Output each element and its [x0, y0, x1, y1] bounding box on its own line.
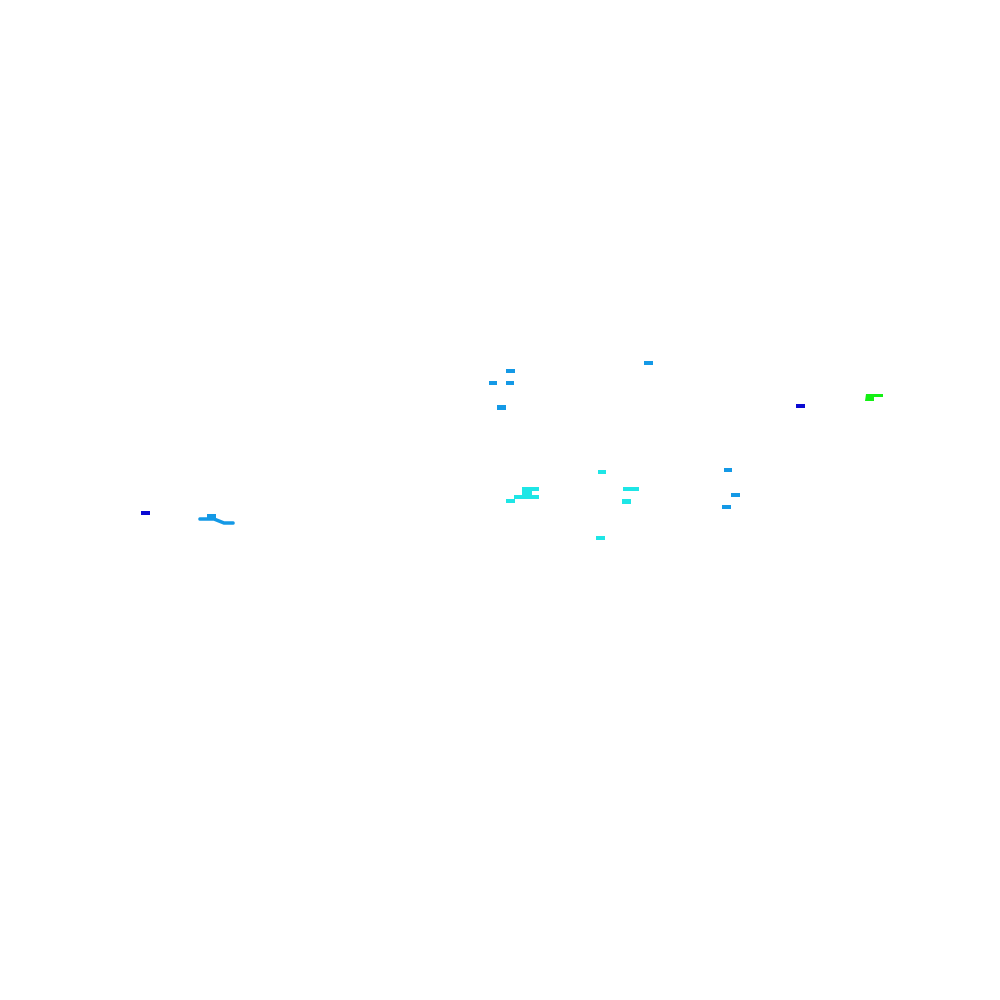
mark-sky-blue-left-top: [207, 514, 216, 518]
mark-cyan-6: [623, 487, 639, 491]
mark-cyan-1: [522, 487, 539, 491]
mark-green: [865, 394, 883, 401]
mark-cyan-3: [514, 495, 539, 499]
mark-dark-blue-right: [796, 404, 805, 408]
mark-sky-blue-4: [497, 405, 506, 410]
mark-sky-blue-3: [506, 381, 514, 385]
mark-dark-blue-left: [141, 511, 150, 515]
mark-sky-blue-left-stroke: [198, 517, 235, 525]
mark-sky-blue-2: [489, 381, 497, 385]
mark-cyan-7: [622, 499, 631, 504]
mark-sky-blue-6: [724, 468, 732, 472]
mark-cyan-8: [596, 536, 605, 540]
mark-sky-blue-7: [731, 493, 740, 497]
mark-cyan-2: [522, 490, 532, 495]
mark-sky-blue-8: [722, 505, 731, 509]
mark-sky-blue-5: [644, 361, 653, 365]
mark-sky-blue-1: [506, 369, 515, 373]
mark-cyan-4: [506, 499, 515, 503]
mark-cyan-5: [598, 470, 606, 474]
